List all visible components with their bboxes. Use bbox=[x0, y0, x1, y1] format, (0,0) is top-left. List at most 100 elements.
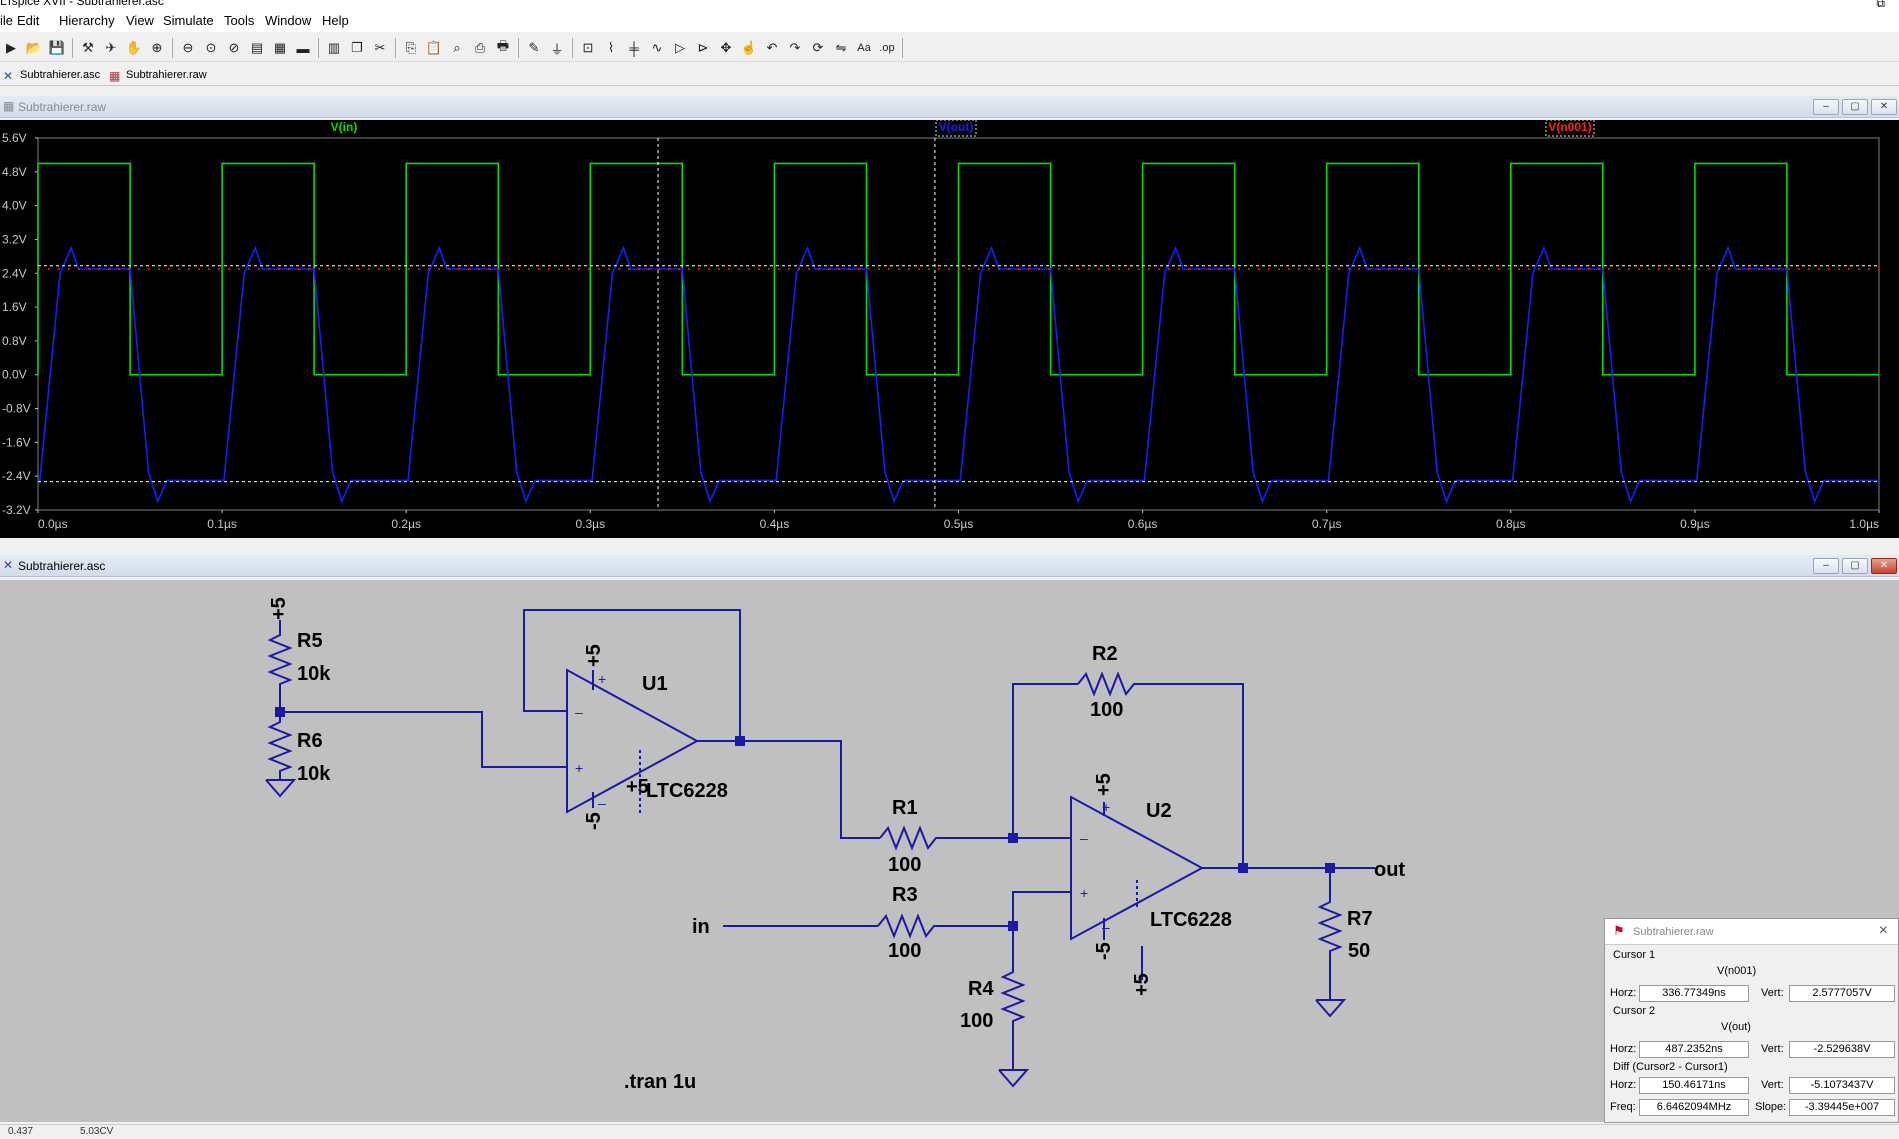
trace-vout[interactable] bbox=[38, 245, 1879, 504]
tab-schematic[interactable]: ✕ Subtrahierer.asc bbox=[0, 66, 100, 84]
schematic-wires bbox=[265, 609, 1375, 1088]
x-tick-label: 0.4µs bbox=[760, 517, 790, 531]
y-tick-label: 5.6V bbox=[2, 131, 27, 145]
maximize-button[interactable]: ▢ bbox=[1842, 558, 1868, 574]
mirror-icon[interactable]: ⇋ bbox=[835, 40, 847, 55]
y-tick-label: 4.0V bbox=[2, 199, 27, 213]
menu-file[interactable]: ile bbox=[0, 13, 14, 28]
freq-label: Freq: bbox=[1610, 1101, 1636, 1113]
menu-window[interactable]: Window bbox=[265, 13, 312, 28]
close-button[interactable]: ✕ bbox=[1871, 558, 1897, 574]
save-icon[interactable]: 💾 bbox=[48, 40, 66, 55]
menu-simulate[interactable]: Simulate bbox=[163, 13, 214, 28]
tile-horizontal-icon[interactable]: ▬ bbox=[296, 40, 310, 56]
slope-value[interactable]: -3.39445e+007 bbox=[1789, 1099, 1895, 1116]
menu-help[interactable]: Help bbox=[322, 13, 349, 28]
print-icon[interactable]: 🖶 bbox=[496, 38, 510, 53]
spice-directive[interactable]: .tran 1u bbox=[624, 1071, 696, 1093]
u1-part: LTC6228 bbox=[646, 780, 728, 802]
close-button[interactable]: ✕ bbox=[1871, 99, 1897, 115]
spice-directive-icon[interactable]: .op bbox=[879, 42, 895, 54]
halt-icon[interactable]: ✋ bbox=[125, 40, 143, 55]
menu-view[interactable]: View bbox=[126, 13, 154, 28]
grid-icon[interactable]: ▦ bbox=[273, 40, 287, 55]
print-setup-icon[interactable]: ⎙ bbox=[474, 40, 486, 55]
minimize-button[interactable]: – bbox=[1813, 99, 1839, 115]
control-panel-icon[interactable]: ⚒ bbox=[82, 40, 94, 55]
u1-vminus: -5 bbox=[583, 812, 605, 830]
r6-value: 10k bbox=[297, 763, 331, 785]
ground-icon[interactable]: ⏚ bbox=[550, 41, 564, 57]
svg-text:–: – bbox=[598, 795, 606, 811]
maximize-button[interactable]: ▢ bbox=[1842, 99, 1868, 115]
rotate-icon[interactable]: ⟳ bbox=[812, 40, 824, 55]
menu-edit[interactable]: Edit bbox=[17, 13, 40, 28]
zoom-full-icon[interactable]: ⊙ bbox=[205, 40, 217, 55]
tile-vertical-icon[interactable]: ▥ bbox=[327, 40, 341, 55]
cursor2-horz-label: Horz: bbox=[1610, 1043, 1637, 1055]
diff-vert-value[interactable]: -5.1073437V bbox=[1789, 1077, 1895, 1094]
r7-value: 50 bbox=[1348, 940, 1370, 962]
minimize-button[interactable]: – bbox=[1813, 558, 1839, 574]
tab-waveform[interactable]: ▦ Subtrahierer.raw bbox=[106, 66, 216, 84]
r4-name: R4 bbox=[968, 978, 994, 1000]
freq-value[interactable]: 6.6462094MHz bbox=[1639, 1099, 1749, 1116]
text-icon[interactable]: Aa bbox=[857, 42, 871, 54]
open-icon[interactable]: 📂 bbox=[25, 40, 43, 55]
close-icon[interactable]: × bbox=[1878, 922, 1888, 939]
window-restore-icon[interactable]: ⧉ bbox=[1876, 0, 1885, 10]
schematic-drawing[interactable]: – + – + + – + – +5 R5 10k R6 10k U1 LTC6… bbox=[0, 580, 1899, 1122]
capacitor-icon[interactable]: ╪ bbox=[629, 40, 639, 56]
zoom-in-icon[interactable]: ⊕ bbox=[151, 40, 163, 55]
cursor2-horz-value[interactable]: 487.2352ns bbox=[1639, 1041, 1749, 1058]
inductor-icon[interactable]: ∿ bbox=[651, 40, 663, 55]
trace-label-vout[interactable]: V(out) bbox=[939, 120, 974, 134]
zoom-out-icon[interactable]: ⊖ bbox=[182, 40, 194, 55]
label-icon[interactable]: ⊡ bbox=[582, 40, 594, 55]
waveform-icon: ▦ bbox=[109, 69, 121, 83]
net-label-in[interactable]: in bbox=[692, 916, 710, 938]
redo-icon[interactable]: ↷ bbox=[789, 40, 801, 55]
x-tick-label: 0.8µs bbox=[1496, 517, 1526, 531]
diode-icon[interactable]: ▷ bbox=[675, 40, 685, 55]
r5-supply-label: +5 bbox=[268, 597, 290, 620]
y-tick-label: 1.6V bbox=[2, 300, 27, 314]
schematic-canvas[interactable]: – + – + + – + – +5 R5 10k R6 10k U1 LTC6… bbox=[0, 580, 1899, 1122]
move-icon[interactable]: ✥ bbox=[720, 40, 732, 55]
r2-name: R2 bbox=[1092, 643, 1118, 665]
net-label-out[interactable]: out bbox=[1374, 859, 1405, 881]
new-schematic-icon[interactable]: ▶ bbox=[6, 40, 16, 55]
undo-icon[interactable]: ↶ bbox=[766, 40, 778, 55]
find-icon[interactable]: ⌕ bbox=[453, 40, 461, 55]
waveform-icon: ▦ bbox=[3, 99, 15, 113]
cascade-icon[interactable]: ❐ bbox=[351, 40, 363, 55]
run-icon[interactable]: ✈ bbox=[105, 40, 117, 55]
trace-vin[interactable] bbox=[37, 162, 1879, 376]
component-icon[interactable]: ⊳ bbox=[697, 40, 709, 55]
cursor1-vert-value[interactable]: 2.5777057V bbox=[1789, 985, 1895, 1002]
cursor1-horz-value[interactable]: 336.77349ns bbox=[1639, 985, 1749, 1002]
cut-icon[interactable]: ✂ bbox=[374, 40, 386, 55]
x-tick-label: 0.1µs bbox=[207, 517, 237, 531]
zoom-cancel-icon[interactable]: ⊘ bbox=[228, 40, 240, 55]
copy-icon[interactable]: ⎘ bbox=[405, 40, 417, 55]
schematic-window-title-bar: ✕ Subtrahierer.asc – ▢ ✕ bbox=[0, 555, 1899, 577]
trace-label-vin[interactable]: V(in) bbox=[331, 120, 358, 134]
diff-horz-value[interactable]: 150.46171ns bbox=[1639, 1077, 1749, 1094]
x-tick-label: 0.2µs bbox=[391, 517, 421, 531]
wire-icon[interactable]: ✎ bbox=[528, 40, 540, 55]
cursor1-label: Cursor 1 bbox=[1613, 949, 1656, 961]
r5-value: 10k bbox=[297, 663, 331, 685]
waveform-chart[interactable]: 5.6V4.8V4.0V3.2V2.4V1.6V0.8V0.0V-0.8V-1.… bbox=[0, 119, 1899, 538]
cursor2-vert-value[interactable]: -2.529638V bbox=[1789, 1041, 1895, 1058]
resistor-icon[interactable]: ⌇ bbox=[607, 40, 615, 55]
autorange-icon[interactable]: ▤ bbox=[250, 40, 264, 55]
drag-icon[interactable]: ☝ bbox=[740, 40, 758, 55]
trace-label-vn001[interactable]: V(n001) bbox=[1548, 120, 1591, 134]
menu-hierarchy[interactable]: Hierarchy bbox=[59, 13, 115, 28]
menu-tools[interactable]: Tools bbox=[224, 13, 255, 28]
paste-icon[interactable]: 📋 bbox=[425, 40, 443, 55]
status-bar: 0.437 5.03CV bbox=[0, 1124, 1899, 1139]
r2-value: 100 bbox=[1090, 699, 1123, 721]
